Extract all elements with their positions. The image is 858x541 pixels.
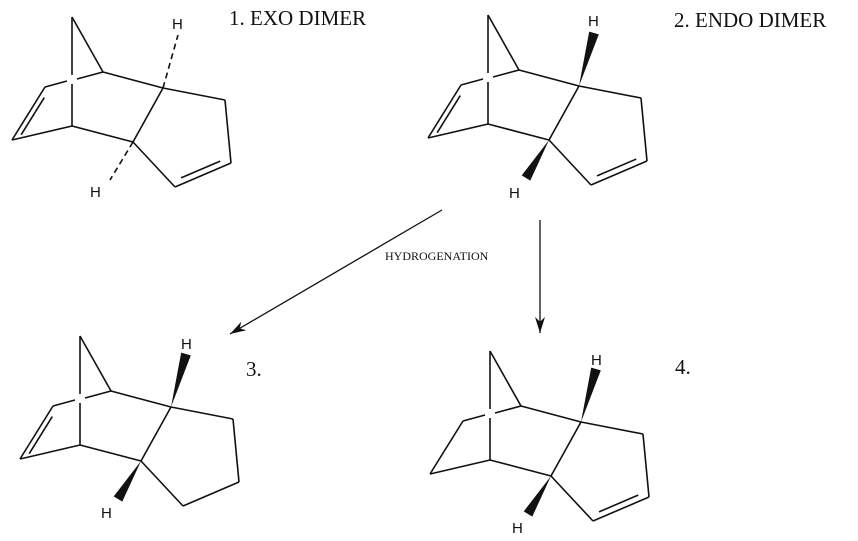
structure-2-wedge-bond bbox=[521, 140, 549, 181]
structure-4-bond bbox=[489, 459, 552, 477]
structure-4-bond bbox=[550, 421, 582, 477]
structure-4-bond bbox=[520, 405, 582, 423]
structure-3-h-top: H bbox=[181, 336, 192, 353]
structure-4-bond bbox=[550, 475, 594, 522]
structure-4-wedge-bond bbox=[523, 476, 551, 517]
hydrogenation-label: HYDROGENATION bbox=[385, 249, 489, 263]
structure-3-bond bbox=[84, 390, 112, 399]
structure-1-bond bbox=[132, 87, 164, 143]
structure-4-bond bbox=[429, 459, 491, 475]
structure-3-bond bbox=[52, 399, 76, 407]
structure-1-label: 1. EXO DIMER bbox=[229, 6, 367, 30]
structure-4-h-bottom: H bbox=[512, 520, 523, 537]
structure-1-double-bond bbox=[20, 97, 45, 136]
structure-3-label: 3. bbox=[246, 357, 262, 381]
structure-1-hashed-bond bbox=[162, 34, 179, 89]
structure-4-bond bbox=[580, 421, 644, 435]
structure-2-bond bbox=[460, 78, 484, 86]
structure-3-double-bond bbox=[28, 416, 53, 455]
arrow-to-structure-4-head bbox=[535, 317, 545, 333]
structure-1-bond bbox=[162, 87, 226, 101]
structure-4-bond bbox=[592, 496, 650, 522]
structure-1-bond bbox=[11, 125, 73, 141]
structure-3-bond bbox=[232, 418, 240, 483]
structure-4-bond bbox=[642, 433, 650, 498]
structure-4-bond bbox=[462, 414, 486, 422]
structure-4-label: 4. bbox=[675, 355, 691, 379]
structure-3-bond bbox=[140, 460, 184, 507]
structure-1-bond bbox=[102, 71, 164, 89]
structure-2-bond bbox=[548, 139, 592, 186]
structure-4-bond bbox=[489, 350, 522, 407]
structure-2-bond bbox=[487, 123, 550, 141]
structure-2-bond bbox=[548, 85, 580, 141]
structure-3-h-bottom: H bbox=[101, 505, 112, 522]
structure-1-bond bbox=[11, 86, 46, 141]
structure-4-bond bbox=[494, 405, 522, 414]
structure-2-h-bottom: H bbox=[509, 185, 520, 202]
structure-2-bond bbox=[640, 97, 648, 162]
structure-3-bond bbox=[79, 335, 112, 392]
structure-1-h-bottom: H bbox=[90, 184, 101, 201]
structure-2-double-bond bbox=[596, 158, 637, 177]
structure-2-label: 2. ENDO DIMER bbox=[674, 8, 827, 32]
structure-2-bond bbox=[518, 69, 580, 87]
arrow-to-structure-3-head bbox=[230, 321, 247, 334]
structure-4-h-top: H bbox=[591, 352, 602, 369]
structure-1-bond bbox=[224, 99, 232, 164]
structure-1-double-bond bbox=[180, 160, 221, 179]
structure-1-bond bbox=[132, 141, 176, 188]
structure-2-bond bbox=[492, 69, 520, 78]
structure-4-wedge-bond bbox=[581, 367, 601, 422]
structure-2-double-bond bbox=[436, 95, 461, 134]
structure-1-hashed-bond bbox=[109, 141, 134, 181]
structure-2-wedge-bond bbox=[579, 31, 599, 86]
arrow-to-structure-3 bbox=[229, 209, 443, 335]
structure-4-double-bond bbox=[598, 494, 639, 513]
structure-3-bond bbox=[110, 390, 172, 408]
structure-3-bond bbox=[170, 406, 234, 420]
structure-2-bond bbox=[590, 160, 648, 186]
structure-2-bond bbox=[427, 84, 462, 139]
structure-1-h-top: H bbox=[172, 16, 183, 33]
structure-4-bond bbox=[429, 420, 464, 475]
structure-3-bond bbox=[19, 405, 54, 460]
structure-2-bond bbox=[427, 123, 489, 139]
structure-3-bond bbox=[140, 406, 172, 462]
structure-2-h-top: H bbox=[588, 13, 599, 30]
structure-1-bond bbox=[71, 125, 134, 143]
structure-3-wedge-bond bbox=[171, 352, 191, 407]
structure-3-wedge-bond bbox=[113, 461, 141, 502]
structure-3-bond bbox=[79, 444, 142, 462]
structure-1-bond bbox=[174, 162, 232, 188]
structure-2-bond bbox=[578, 85, 642, 99]
structure-3-bond bbox=[182, 481, 240, 507]
structure-1-bond bbox=[71, 16, 104, 73]
structure-2-bond bbox=[487, 14, 520, 71]
structure-1-bond bbox=[44, 80, 68, 88]
structure-1-bond bbox=[76, 71, 104, 80]
structure-3-bond bbox=[19, 444, 81, 460]
